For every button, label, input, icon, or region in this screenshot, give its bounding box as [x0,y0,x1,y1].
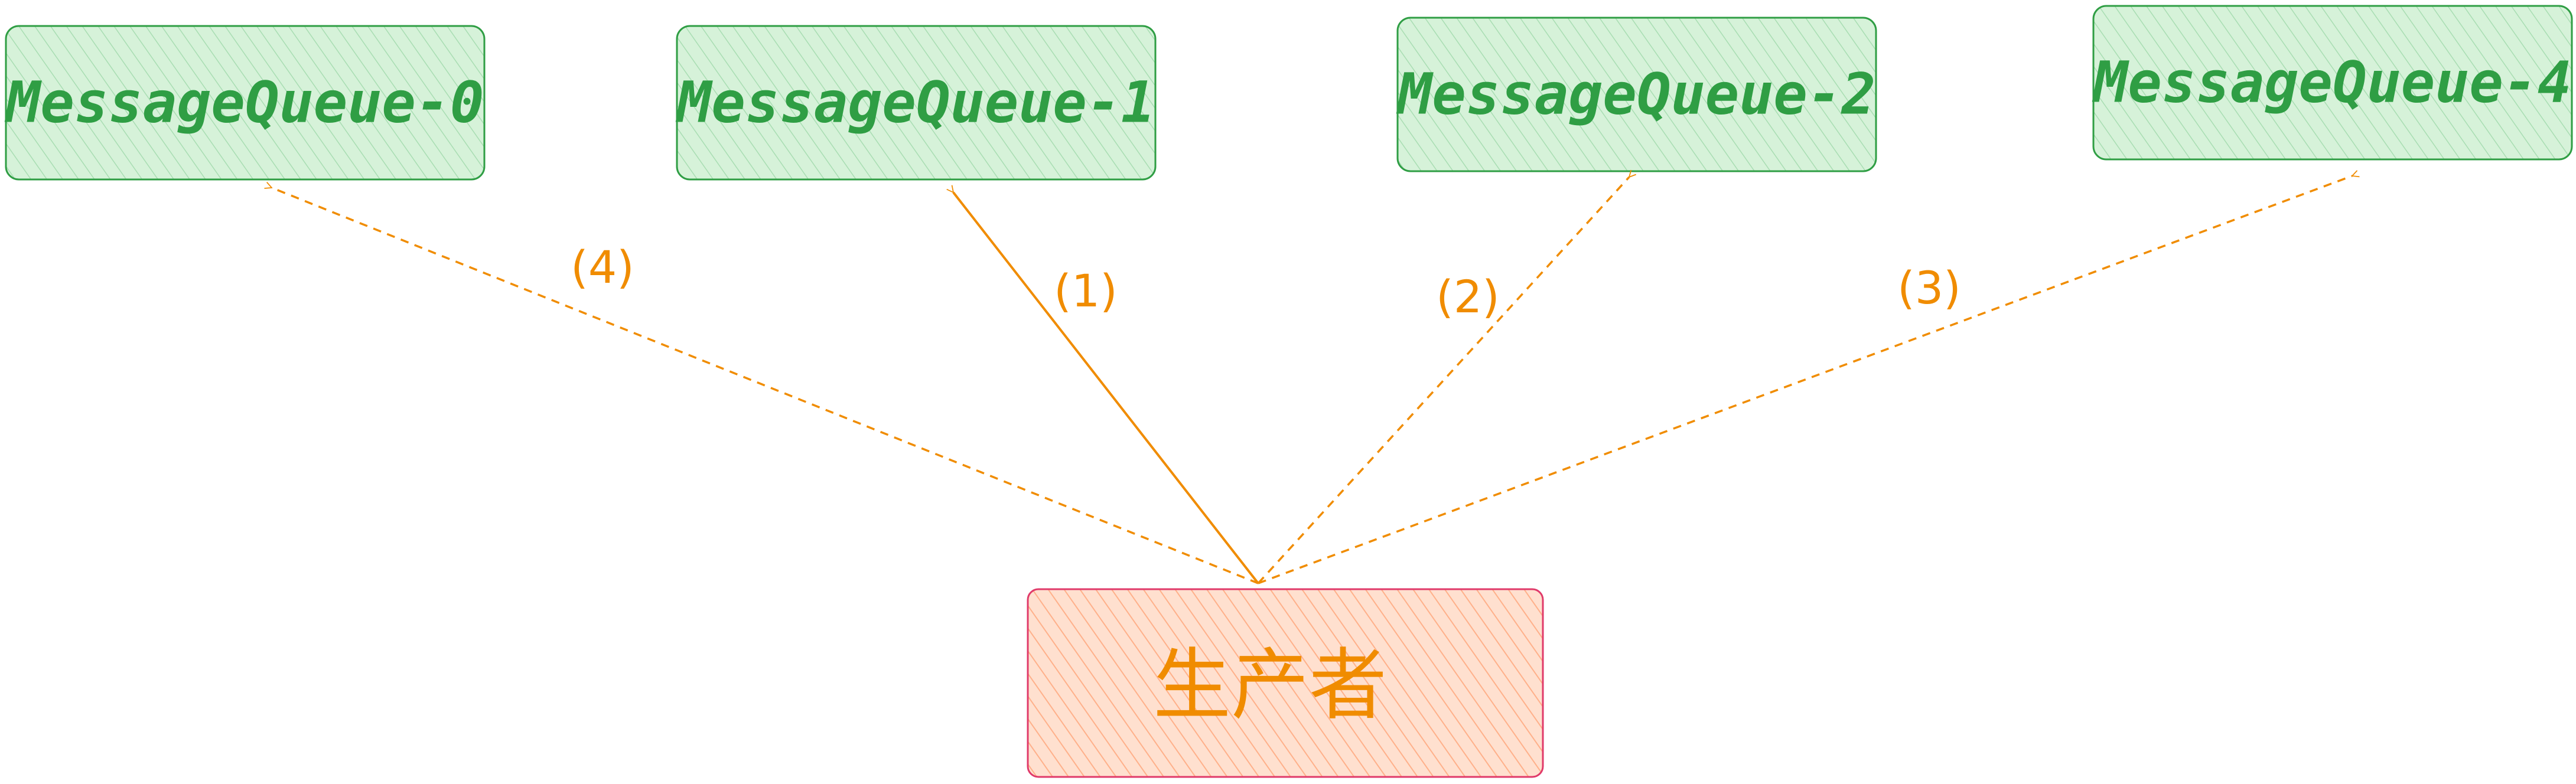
queue-label-1: MessageQueue-1 [675,69,1155,135]
arrow-label-3: (3) [1897,262,1961,314]
queue-label-2: MessageQueue-2 [1396,61,1875,127]
arrow-label-1: (1) [1054,264,1118,317]
queue-box-0[interactable]: MessageQueue-0 [4,25,486,181]
arrow-to-queue-2 [1257,177,1629,584]
arrow-label-2: (2) [1436,270,1500,323]
arrow-to-queue-1 [953,192,1259,584]
queue-label-4: MessageQueue-4 [2092,49,2571,115]
arrow-label-4: (4) [571,241,634,293]
queue-box-2[interactable]: MessageQueue-2 [1396,17,1877,172]
arrow-to-queue-4 [1258,176,2352,584]
arrow-to-queue-0 [272,188,1259,584]
producer-box[interactable]: 生产者 [1027,588,1544,778]
producer-label: 生产者 [1153,640,1387,731]
queue-box-1[interactable]: MessageQueue-1 [675,25,1157,181]
queue-label-0: MessageQueue-0 [4,69,484,135]
queue-box-4[interactable]: MessageQueue-4 [2092,5,2573,161]
